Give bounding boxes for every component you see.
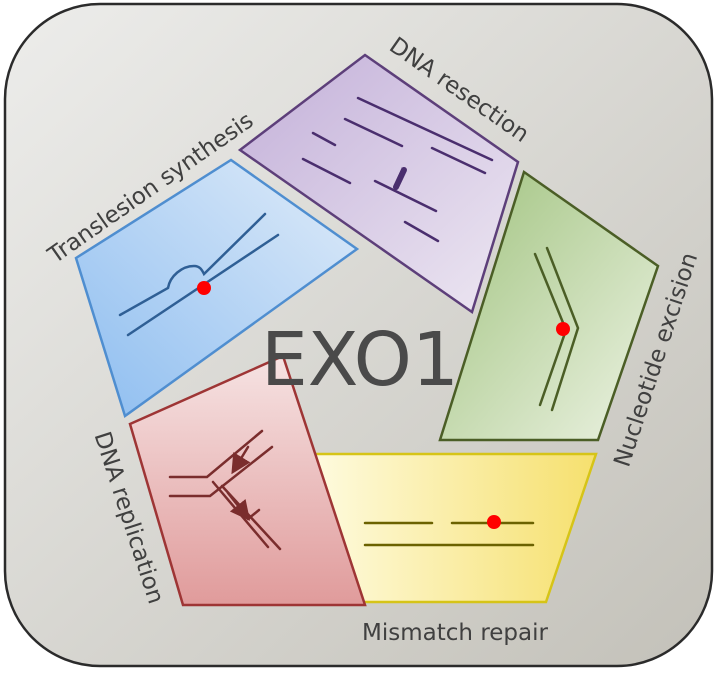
center-label: EXO1	[261, 317, 459, 403]
lesion-dot-nucleotide-excision	[556, 322, 570, 336]
translesion-synthesis-trapezoid	[74, 158, 360, 419]
dna-replication-strands	[168, 429, 282, 551]
panel-nucleotide-excision	[438, 169, 660, 442]
dna-resection-strands	[301, 96, 494, 243]
label-mismatch-repair: Mismatch repair	[362, 620, 548, 646]
panel-translesion-synthesis	[74, 158, 360, 419]
panel-dna-replication	[128, 354, 367, 607]
lesion-dot-translesion-synthesis	[197, 281, 211, 295]
dna-replication-trapezoid	[128, 354, 367, 607]
nucleotide-excision-trapezoid	[438, 169, 660, 442]
lesion-dot-mismatch-repair	[487, 515, 501, 529]
panel-dna-resection	[237, 53, 520, 315]
panel-mismatch-repair	[308, 452, 598, 604]
